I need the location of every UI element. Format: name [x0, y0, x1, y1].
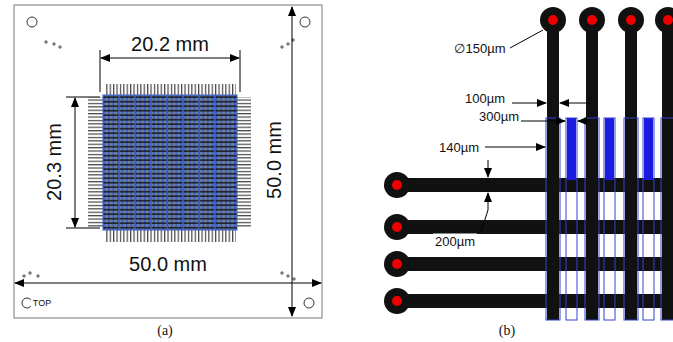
dimension-label: 300µm: [477, 109, 521, 124]
dimension-label: 50.0 mm: [263, 119, 285, 201]
dimension-label: 200µm: [433, 234, 477, 249]
board-side-label: TOP: [31, 298, 53, 309]
dimension-label: 50.0 mm: [127, 253, 209, 275]
panel-label: (b): [497, 323, 517, 339]
dimension-label: 100µm: [463, 91, 507, 106]
dimension-label: ∅150µm: [452, 41, 507, 56]
dimension-label: 20.2 mm: [129, 33, 211, 55]
dimension-label: 20.3 mm: [43, 121, 65, 203]
panel-label: (a): [155, 323, 175, 339]
dimension-label: 140µm: [437, 140, 481, 155]
